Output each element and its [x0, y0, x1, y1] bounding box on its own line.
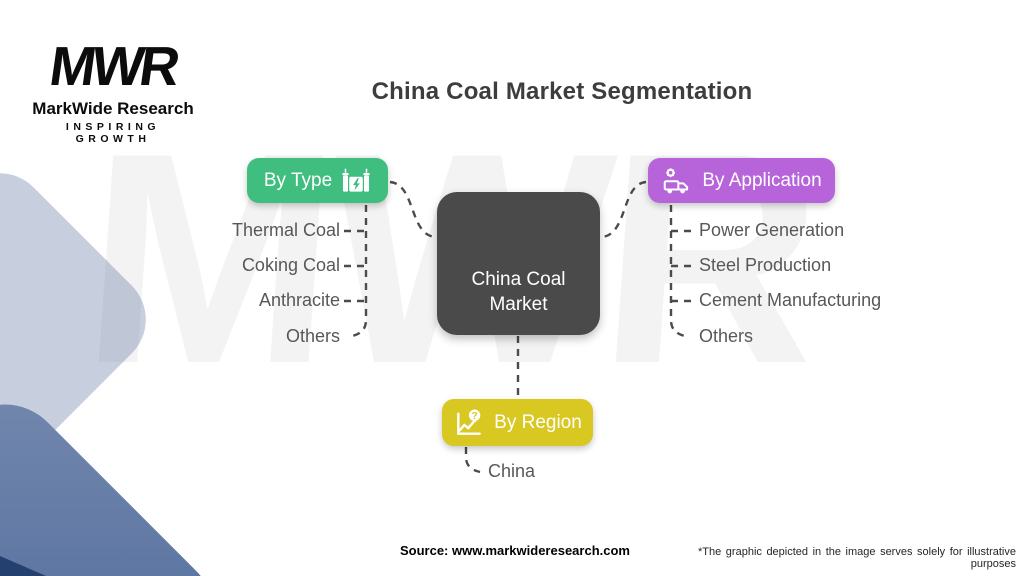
segment-badge-by-application: By Application [648, 158, 835, 203]
list-item: Anthracite [258, 290, 340, 310]
by-type-label: By Type [263, 169, 333, 191]
by-region-label: By Region [494, 411, 582, 433]
source-text: Source: www.markwideresearch.com [399, 543, 630, 558]
list-item: Steel Production [699, 255, 832, 275]
central-market-label: China Coal Market [471, 269, 566, 315]
segment-badge-by-region: ? By Region [442, 399, 593, 446]
list-item: Power Generation [699, 220, 845, 240]
factory-bolt-icon [341, 166, 371, 196]
logo-company-name: MarkWide Research [32, 98, 194, 118]
list-item: Thermal Coal [231, 220, 340, 240]
list-item: Others [285, 326, 340, 346]
list-item: Others [699, 326, 754, 346]
brand-logo: MWR MarkWide Research INSPIRING GROWTH [28, 35, 198, 145]
list-item: Cement Manufacturing [699, 290, 882, 310]
by-application-label: By Application [702, 169, 822, 191]
list-item: China [488, 461, 536, 481]
disclaimer-text: *The graphic depicted in the image serve… [698, 546, 1016, 570]
segment-badge-by-type: By Type [247, 158, 388, 203]
central-market-node: China Coal Market [437, 192, 600, 335]
gear-truck-icon [661, 165, 693, 197]
logo-tagline: INSPIRING GROWTH [65, 120, 161, 145]
decorative-shape-navy-corner [0, 556, 46, 576]
svg-text:?: ? [472, 410, 478, 421]
chart-question-icon: ? [453, 407, 485, 439]
page-title: China Coal Market Segmentation [371, 78, 753, 105]
list-item: Coking Coal [241, 255, 340, 275]
logo-acronym-text: MWR [45, 35, 181, 97]
